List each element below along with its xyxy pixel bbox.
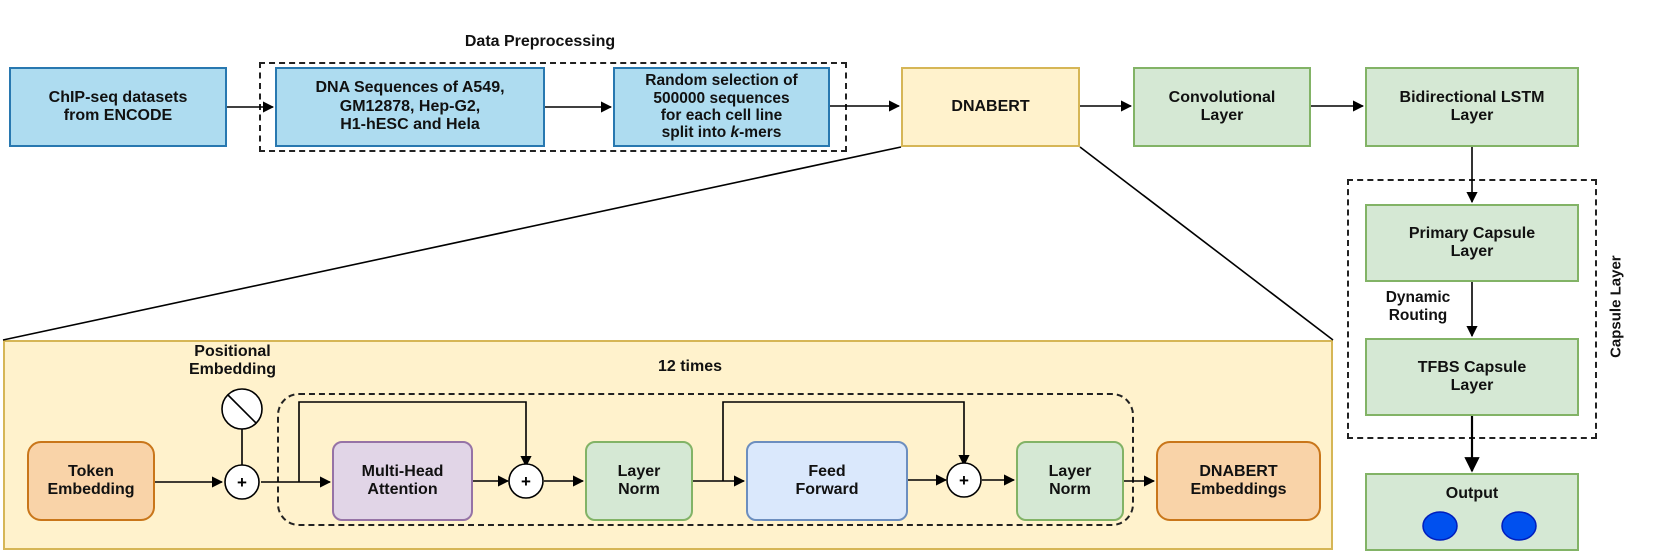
repeat-label: 12 times [657,358,723,375]
chipseq-datasets-box: ChIP-seq datasets from ENCODE [9,67,227,147]
positional-embedding-icon [221,388,263,430]
encoder-repeat-group [277,393,1134,526]
residual-1 [298,401,532,482]
random-selection-prefix: split into [661,124,731,142]
layer-norm-2-box: Layer Norm [1016,441,1124,521]
bidirectional-lstm-box: Bidirectional LSTM Layer [1365,67,1579,147]
random-selection-line4: split into k-mers [662,124,782,141]
plus-node-3: + [946,462,982,498]
random-selection-box: Random selection of 500000 sequences for… [613,67,830,147]
output-node-1 [1422,511,1458,541]
dnabert-embeddings-box: DNABERT Embeddings [1156,441,1321,521]
tfbs-capsule-box: TFBS Capsule Layer [1365,338,1579,416]
layer-norm-1-box: Layer Norm [585,441,693,521]
zoom-line-right [1079,146,1334,341]
feed-forward-box: Feed Forward [746,441,908,521]
residual-2 [722,401,970,481]
output-node-2 [1501,511,1537,541]
primary-capsule-box: Primary Capsule Layer [1365,204,1579,282]
preprocessing-title: Data Preprocessing [464,33,616,50]
positional-embedding-label: Positional Embedding [188,343,277,379]
random-selection-line1: Random selection of [645,72,798,90]
output-box: Output [1365,473,1579,551]
random-selection-k: k [730,124,740,142]
dnabert-box: DNABERT [901,67,1080,147]
svg-text:+: + [237,473,247,492]
convolutional-layer-box: Convolutional Layer [1133,67,1311,147]
zoom-line-left [2,146,902,341]
random-selection-line3: for each cell line [660,107,783,124]
plus-node-2: + [508,463,544,499]
token-embedding-box: Token Embedding [27,441,155,521]
dynamic-routing-label: Dynamic Routing [1385,289,1451,324]
plus-node-1: + [224,464,260,500]
multi-head-attention-box: Multi-Head Attention [332,441,473,521]
svg-text:+: + [959,471,969,490]
dna-sequences-box: DNA Sequences of A549, GM12878, Hep-G2, … [275,67,545,147]
random-selection-line2: 500000 sequences [653,89,790,107]
svg-text:+: + [521,472,531,491]
random-selection-suffix: -mers [739,124,782,142]
output-label: Output [1445,485,1499,502]
